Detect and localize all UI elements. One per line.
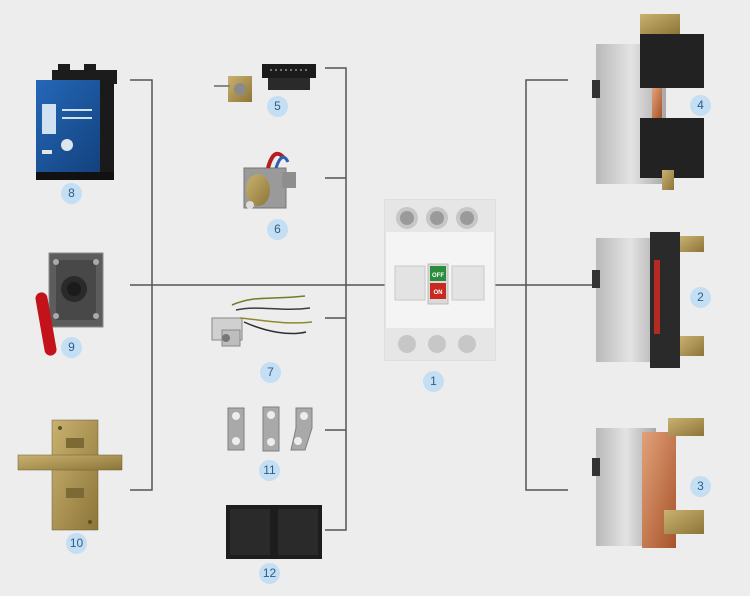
phase-barrier-icon bbox=[226, 505, 322, 559]
badge-2: 2 bbox=[690, 287, 711, 308]
badge-11: 11 bbox=[259, 460, 280, 481]
badge-8: 8 bbox=[61, 183, 82, 204]
badge-6: 6 bbox=[267, 219, 288, 240]
main-breaker-icon: OFF ON bbox=[384, 199, 496, 361]
badge-4: 4 bbox=[690, 95, 711, 116]
badge-9: 9 bbox=[61, 337, 82, 358]
badge-3: 3 bbox=[690, 476, 711, 497]
shunt-release-icon bbox=[214, 64, 316, 102]
connector-lines bbox=[130, 67, 600, 531]
rear-connection-terminal-icon bbox=[592, 232, 704, 368]
motor-operator-icon bbox=[36, 64, 117, 180]
off-label: OFF bbox=[432, 273, 444, 279]
plug-in-terminal-icon bbox=[592, 418, 704, 548]
right-bracket-line bbox=[525, 79, 568, 491]
undervoltage-release-icon bbox=[243, 151, 296, 209]
badge-7: 7 bbox=[260, 362, 281, 383]
off-indicator bbox=[430, 266, 446, 281]
badge-5: 5 bbox=[267, 96, 288, 117]
on-indicator bbox=[430, 283, 446, 299]
auxiliary-contact-icon bbox=[211, 295, 313, 347]
badge-10: 10 bbox=[66, 533, 87, 554]
connection-plate-icon bbox=[227, 406, 313, 452]
on-label: ON bbox=[434, 290, 443, 296]
extended-rear-terminal-icon bbox=[592, 14, 704, 190]
mechanical-interlock-icon bbox=[17, 419, 123, 531]
center-bracket-line bbox=[325, 67, 347, 531]
badge-1: 1 bbox=[423, 371, 444, 392]
badge-12: 12 bbox=[259, 563, 280, 584]
rotary-handle-icon bbox=[35, 252, 104, 356]
